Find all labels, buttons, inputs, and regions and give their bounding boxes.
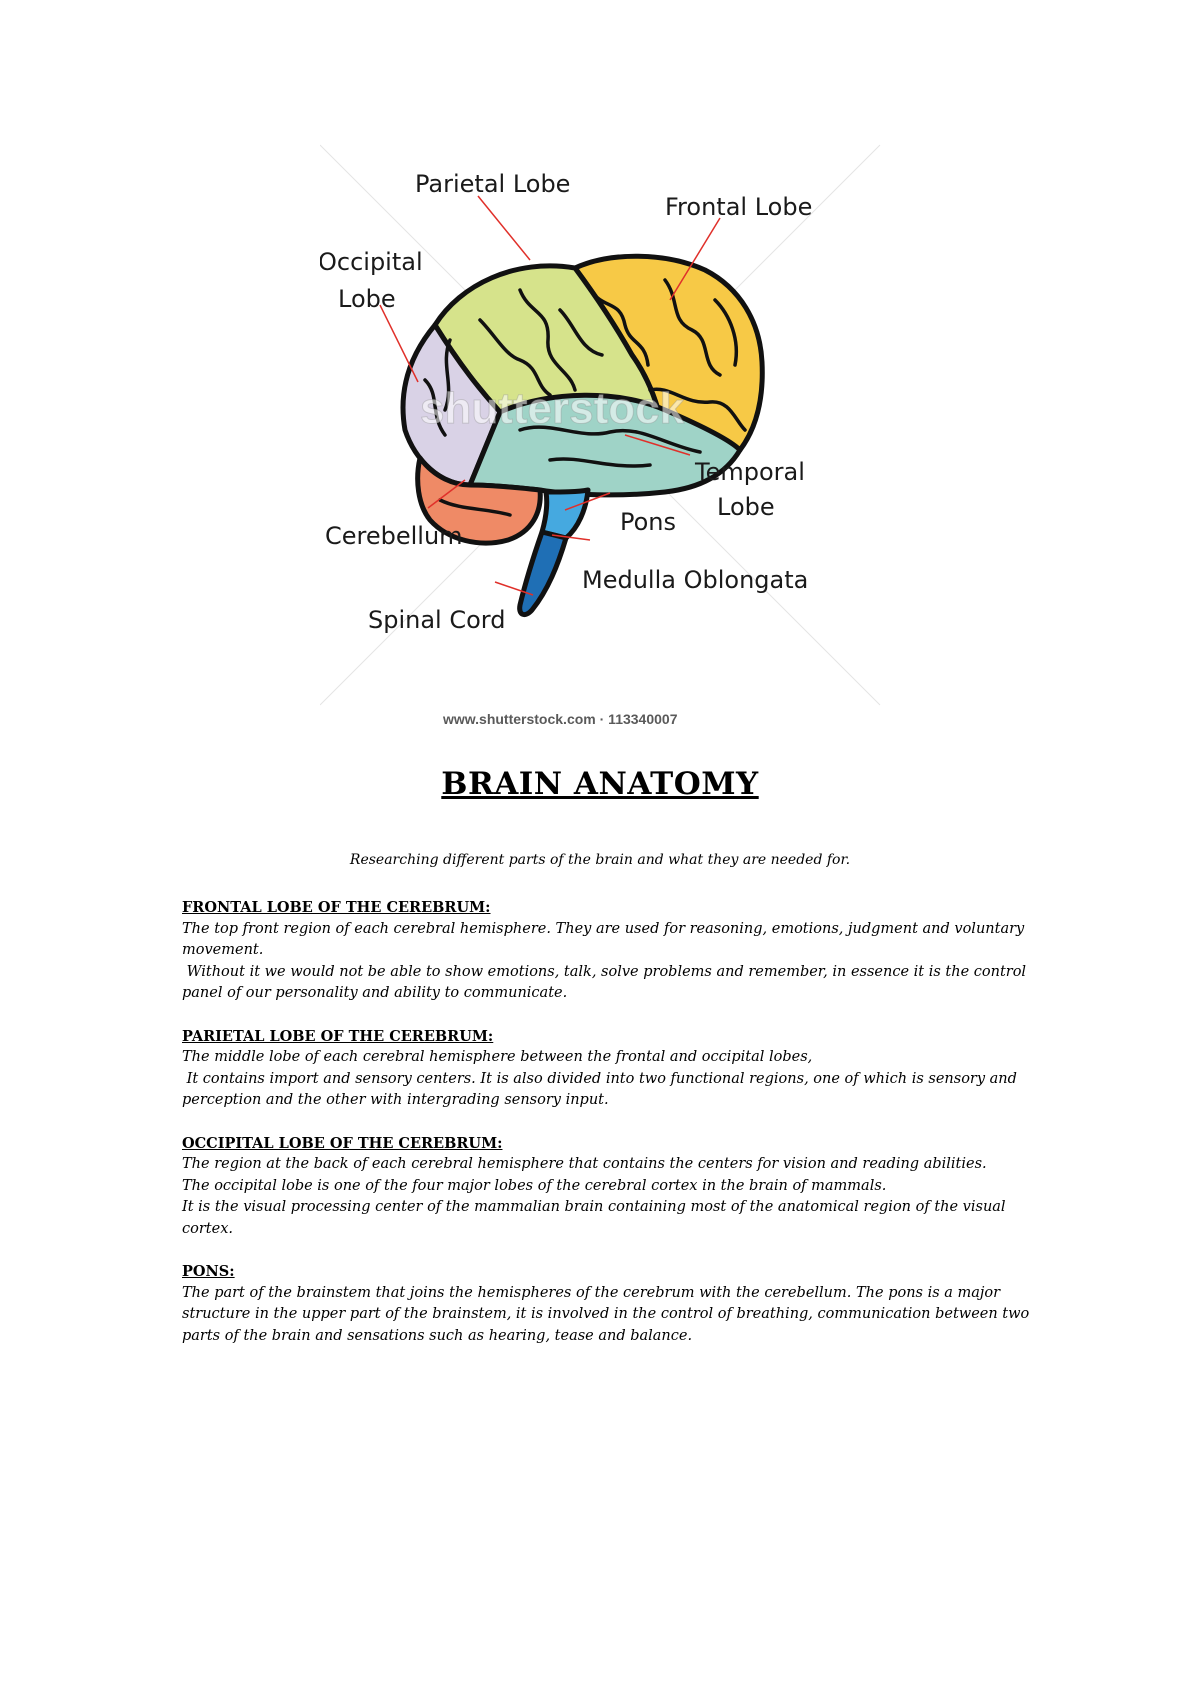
section-occipital: OCCIPITAL LOBE OF THE CEREBRUM: The regi… bbox=[182, 1133, 1032, 1241]
gyri-details bbox=[423, 278, 747, 517]
intro-text: Researching different parts of the brain… bbox=[349, 852, 851, 868]
section-heading: FRONTAL LOBE OF THE CEREBRUM: bbox=[182, 899, 491, 916]
pons-shape bbox=[539, 487, 591, 541]
label-frontal-lobe: Frontal Lobe bbox=[665, 193, 812, 221]
label-temporal-lobe-line2: Lobe bbox=[717, 493, 775, 521]
section-heading: OCCIPITAL LOBE OF THE CEREBRUM: bbox=[182, 1134, 503, 1152]
section-paragraph: The top front region of each cerebral he… bbox=[182, 920, 1025, 959]
section-paragraph: The part of the brainstem that joins the… bbox=[182, 1284, 1030, 1344]
page-title: BRAIN ANATOMY bbox=[441, 766, 759, 802]
section-parietal: PARIETAL LOBE OF THE CEREBRUM: The middl… bbox=[182, 1026, 1032, 1112]
section-frontal: FRONTAL LOBE OF THE CEREBRUM: The top fr… bbox=[182, 897, 1032, 1005]
section-paragraph: Without it we would not be able to show … bbox=[182, 963, 1031, 1002]
label-temporal-lobe-line1: Temporal bbox=[694, 458, 805, 486]
brain-illustration bbox=[400, 253, 765, 618]
section-heading: PONS: bbox=[182, 1263, 235, 1280]
section-paragraph: The middle lobe of each cerebral hemisph… bbox=[182, 1049, 813, 1065]
watermark-text: shutterstock bbox=[420, 384, 685, 433]
content-body: FRONTAL LOBE OF THE CEREBRUM: The top fr… bbox=[182, 897, 1032, 1368]
section-paragraph: The occipital lobe is one of the four ma… bbox=[182, 1177, 887, 1194]
label-cerebellum: Cerebellum bbox=[325, 522, 463, 550]
section-paragraph: It is the visual processing center of th… bbox=[182, 1199, 1006, 1237]
section-pons: PONS: The part of the brainstem that joi… bbox=[182, 1261, 1032, 1347]
label-spinal-cord: Spinal Cord bbox=[368, 606, 505, 634]
medulla-shape bbox=[517, 529, 569, 618]
leader-lines bbox=[379, 195, 721, 596]
cerebellum-shape bbox=[415, 455, 543, 546]
label-medulla-oblongata: Medulla Oblongata bbox=[582, 566, 808, 594]
section-paragraph: The region at the back of each cerebral … bbox=[182, 1156, 987, 1172]
section-heading: PARIETAL LOBE OF THE CEREBRUM: bbox=[182, 1027, 494, 1045]
section-paragraph: It contains import and sensory centers. … bbox=[182, 1070, 1022, 1109]
label-pons: Pons bbox=[620, 508, 676, 536]
label-occipital-lobe-line2: Lobe bbox=[338, 285, 396, 313]
label-occipital-lobe-line1: Occipital bbox=[320, 248, 423, 276]
label-parietal-lobe: Parietal Lobe bbox=[415, 170, 570, 198]
image-credit: www.shutterstock.com · 113340007 bbox=[442, 711, 678, 727]
brain-diagram: shutterstock Parietal Lobe Frontal Lobe … bbox=[320, 140, 910, 740]
